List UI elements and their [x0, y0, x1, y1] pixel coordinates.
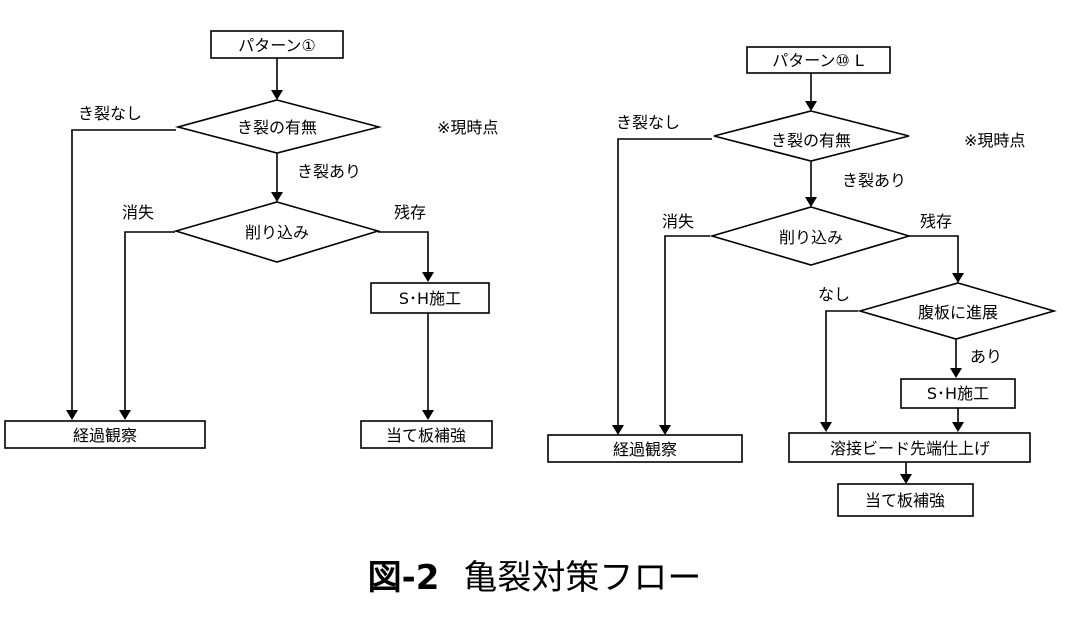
flow-pattern-1: パターン① き裂の有無 ※現時点 き裂なし き裂あり 削り込み 消失 残存 S･…	[4, 30, 498, 449]
figure-caption: 図-2 亀裂対策フロー	[0, 550, 1069, 599]
figure-number: 図-2	[367, 558, 440, 598]
arrowhead	[422, 272, 434, 282]
decision-crack-label: き裂の有無	[771, 131, 851, 150]
arrowhead	[612, 425, 624, 435]
note-current-time: ※現時点	[964, 131, 1025, 150]
arrowhead	[66, 410, 78, 420]
label-remain: 残存	[394, 203, 426, 222]
node-observe	[4, 420, 206, 449]
node-observe-label: 経過観察	[73, 426, 137, 445]
start-node-pattern-10L	[746, 46, 891, 74]
label-vanish: 消失	[122, 203, 154, 222]
arrowhead	[271, 192, 283, 202]
edge-web-no-to-bead	[825, 310, 858, 424]
arrowhead	[900, 474, 912, 484]
start-node-pattern-1	[210, 30, 344, 59]
label-web-no: なし	[818, 285, 850, 304]
arrowhead	[952, 273, 964, 283]
label-remain: 残存	[920, 212, 952, 231]
arrowhead	[271, 90, 283, 100]
arrowhead	[950, 368, 962, 378]
arrowhead	[119, 410, 131, 420]
node-observe-label: 経過観察	[613, 440, 677, 459]
edge-no-crack-to-observe	[617, 138, 712, 427]
node-bead-finish	[788, 432, 1031, 463]
arrowhead	[820, 422, 832, 432]
start-node-label: パターン①	[238, 36, 316, 55]
arrowhead	[422, 410, 434, 420]
flow-pattern-10L: パターン⑩ L き裂の有無 ※現時点 き裂なし き裂あり 削り込み 消失 残存 …	[547, 46, 1057, 517]
label-web-yes: あり	[970, 347, 1002, 366]
node-bead-finish-label: 溶接ビード先端仕上げ	[830, 439, 990, 458]
edge-remain-to-sh	[378, 231, 429, 274]
label-no-crack: き裂なし	[78, 104, 142, 123]
node-reinforce-label: 当て板補強	[386, 426, 466, 445]
label-no-crack: き裂なし	[616, 113, 680, 132]
label-vanish: 消失	[662, 212, 694, 231]
decision-web-label: 腹板に進展	[918, 303, 998, 322]
node-sh-work-label: S･H施工	[399, 289, 461, 308]
edge-no-crack-to-observe	[71, 129, 176, 412]
node-sh-work-label: S･H施工	[927, 384, 989, 403]
edge-remain-to-web	[909, 235, 959, 275]
arrowhead	[659, 425, 671, 435]
note-current-time: ※現時点	[437, 118, 498, 137]
label-crack-present: き裂あり	[297, 162, 361, 181]
node-reinforce-label: 当て板補強	[865, 491, 945, 510]
decision-crack-label: き裂の有無	[237, 118, 317, 137]
edge-vanish-to-observe	[664, 235, 710, 427]
arrowhead	[952, 422, 964, 432]
label-crack-present: き裂あり	[842, 171, 906, 190]
edge-vanish-to-observe	[124, 231, 175, 412]
node-observe	[547, 434, 743, 463]
node-reinforce	[360, 420, 493, 449]
node-sh-work	[370, 282, 490, 314]
decision-grinding-label: 削り込み	[779, 228, 843, 247]
figure-title: 亀裂対策フロー	[463, 558, 702, 598]
decision-grinding	[709, 206, 912, 266]
decision-grinding-label: 削り込み	[245, 223, 309, 242]
decision-grinding	[173, 201, 381, 263]
node-sh-work	[900, 378, 1016, 409]
node-reinforce	[837, 483, 974, 517]
arrowhead	[805, 101, 817, 111]
arrowhead	[805, 197, 817, 207]
start-node-label: パターン⑩ L	[772, 51, 864, 70]
